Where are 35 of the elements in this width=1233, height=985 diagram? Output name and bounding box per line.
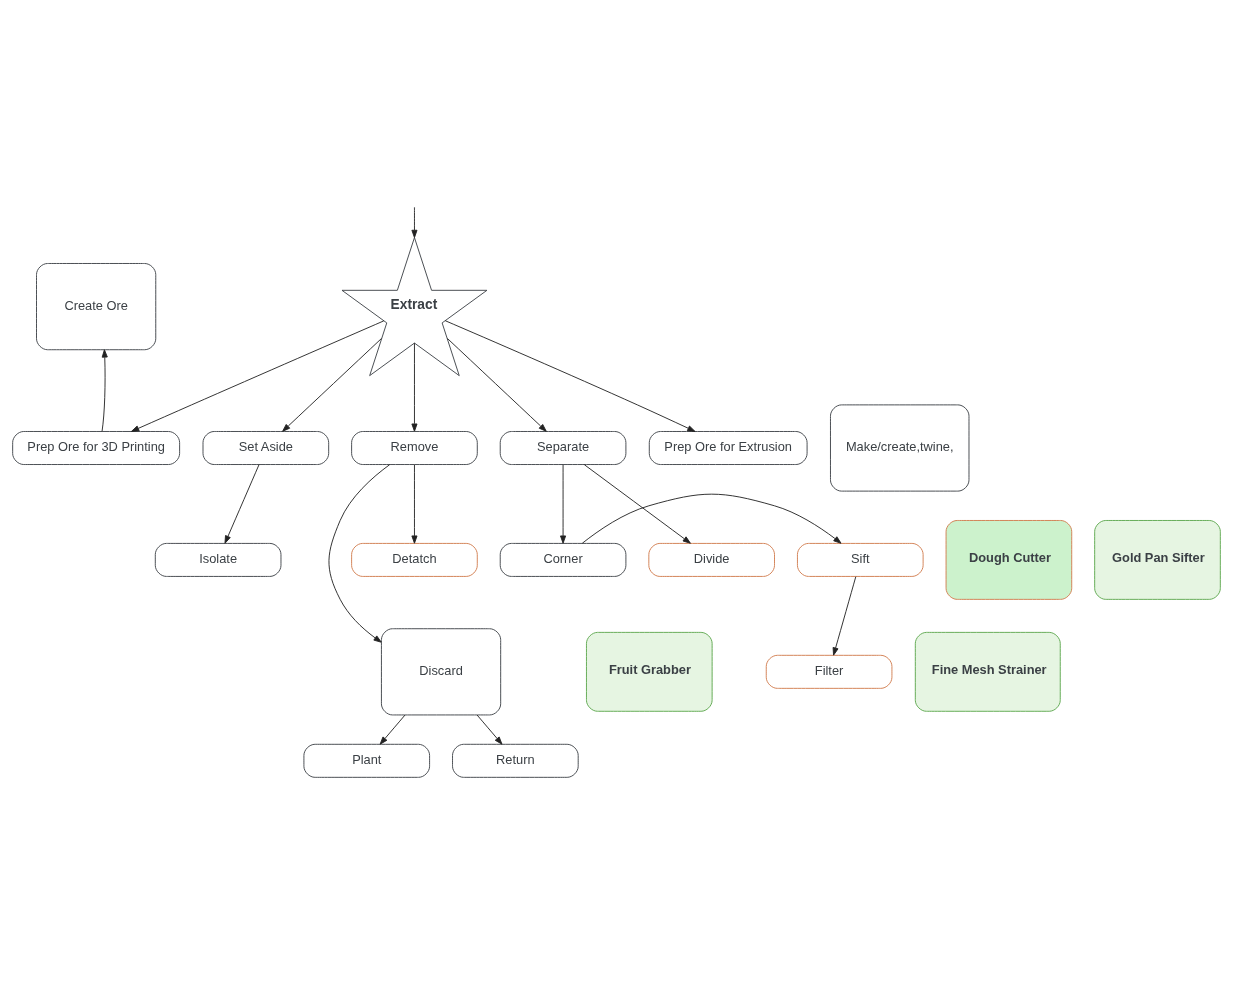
node-box: Fine Mesh Strainer <box>914 631 1061 712</box>
arrow <box>411 464 418 544</box>
arrow <box>101 349 108 432</box>
node-box: Set Aside <box>202 431 330 465</box>
node-box: Corner <box>499 542 627 577</box>
node-box: Fruit Grabber <box>586 631 713 712</box>
arrow <box>411 207 418 239</box>
arrow <box>224 464 260 544</box>
node-box: Separate <box>499 431 627 465</box>
node-box: Detatch <box>351 542 478 577</box>
node-box: Filter <box>765 654 893 689</box>
node-box: Dough Cutter <box>945 520 1073 600</box>
arrow <box>444 320 696 432</box>
arrow <box>560 464 567 544</box>
node-box: Make/create,twine, <box>830 404 970 492</box>
arrow <box>131 320 385 432</box>
node-box: Remove <box>351 431 478 465</box>
node-box: Plant <box>303 743 431 778</box>
node-box: Prep Ore for Extrusion <box>648 431 808 465</box>
arrow <box>581 493 842 544</box>
node-box: Sift <box>797 542 924 577</box>
arrow <box>583 464 691 544</box>
node-box: Prep Ore for 3D Printing <box>12 431 181 465</box>
node-box: Divide <box>648 542 775 577</box>
arrow <box>328 464 391 643</box>
node-box: Isolate <box>154 542 282 577</box>
arrow <box>832 576 857 656</box>
arrow <box>379 714 406 745</box>
node-box: Discard <box>380 628 502 716</box>
arrow <box>446 338 547 432</box>
node-box: Return <box>452 743 579 778</box>
arrow <box>282 338 382 432</box>
node-box: Gold Pan Sifter <box>1094 520 1221 600</box>
arrow <box>476 714 503 745</box>
node-box: Create Ore <box>36 263 157 351</box>
